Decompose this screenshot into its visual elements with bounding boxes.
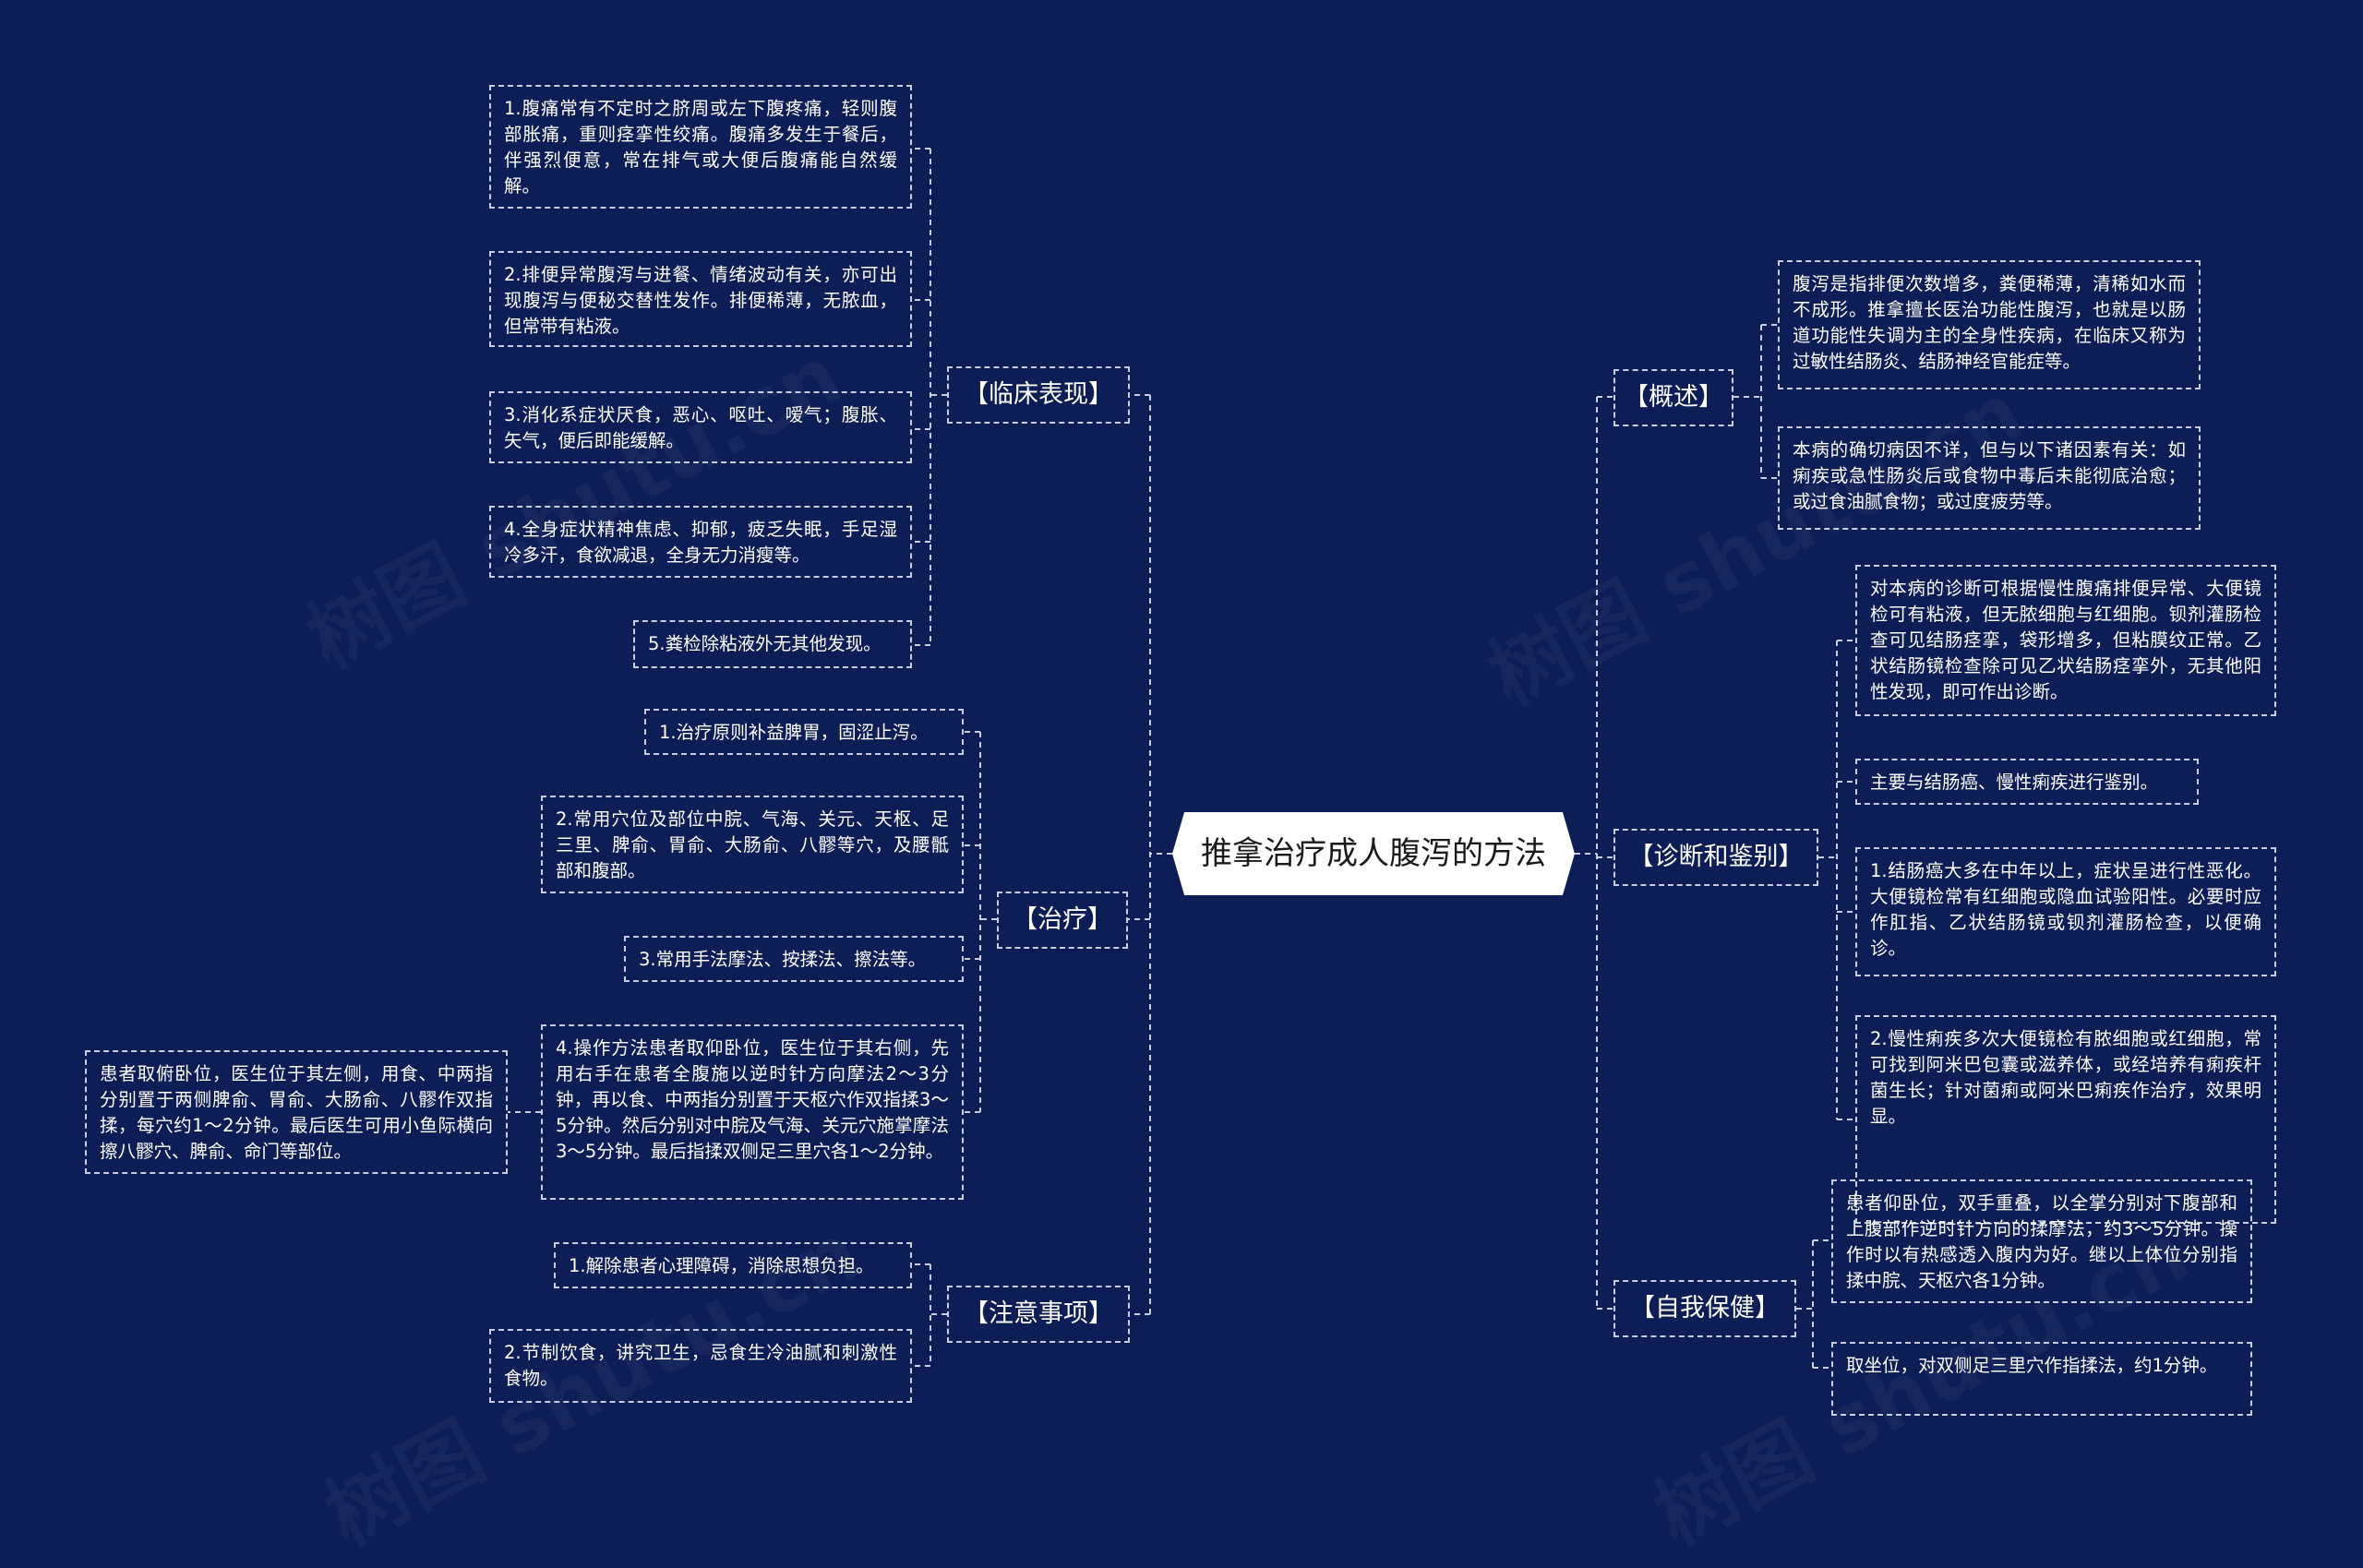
connector bbox=[912, 1263, 947, 1367]
connector bbox=[1128, 394, 1172, 1315]
leaf-treatment-2[interactable]: 2.常用穴位及部位中脘、气海、关元、天枢、足三里、脾俞、胃俞、大肠俞、八髎等穴，… bbox=[541, 796, 964, 893]
leaf-clinical-2[interactable]: 2.排便异常腹泻与进餐、情绪波动有关，亦可出现腹泻与便秘交替性发作。排便稀薄，无… bbox=[489, 251, 912, 347]
leaf-clinical-1[interactable]: 1.腹痛常有不定时之脐周或左下腹疼痛，轻则腹部胀痛，重则痉挛性绞痛。腹痛多发生于… bbox=[489, 85, 912, 209]
leaf-diagnosis-3[interactable]: 1.结肠癌大多在中年以上，症状呈进行性恶化。大便镜检常有红细胞或隐血试验阳性。必… bbox=[1855, 847, 2276, 976]
branch-treatment[interactable]: 【治疗】 bbox=[997, 892, 1128, 949]
leaf-treatment-1[interactable]: 1.治疗原则补益脾胃，固涩止泻。 bbox=[644, 709, 964, 755]
connector bbox=[1818, 640, 1855, 1120]
branch-overview[interactable]: 【概述】 bbox=[1613, 369, 1733, 426]
connector bbox=[964, 731, 997, 1113]
leaf-overview-1[interactable]: 腹泻是指排便次数增多，粪便稀薄，清稀如水而不成形。推拿擅长医治功能性腹泻，也就是… bbox=[1778, 260, 2201, 389]
connector bbox=[1733, 324, 1778, 479]
connector-lines bbox=[508, 148, 1855, 1369]
leaf-clinical-4[interactable]: 4.全身症状精神焦虑、抑郁，疲乏失眠，手足湿冷多汗，食欲减退，全身无力消瘦等。 bbox=[489, 506, 912, 578]
leaf-notes-2[interactable]: 2.节制饮食，讲究卫生，忌食生冷油腻和刺激性食物。 bbox=[489, 1329, 912, 1403]
connector bbox=[1796, 1239, 1831, 1369]
leaf-selfcare-1[interactable]: 患者仰卧位，双手重叠，以全掌分别对下腹部和上腹部作逆时针方向的揉摩法，约3～5分… bbox=[1831, 1179, 2252, 1303]
leaf-diagnosis-2[interactable]: 主要与结肠癌、慢性痢疾进行鉴别。 bbox=[1855, 759, 2199, 805]
branch-selfcare[interactable]: 【自我保健】 bbox=[1613, 1280, 1796, 1337]
leaf-clinical-3[interactable]: 3.消化系症状厌食，恶心、呕吐、嗳气；腹胀、矢气，便后即能缓解。 bbox=[489, 391, 912, 463]
connector bbox=[1575, 396, 1613, 1310]
leaf-diagnosis-4[interactable]: 2.慢性痢疾多次大便镜检有脓细胞或红细胞，常可找到阿米巴包囊或滋养体，或经培养有… bbox=[1855, 1015, 2276, 1224]
leaf-treatment-4[interactable]: 4.操作方法患者取仰卧位，医生位于其右侧，先用右手在患者全腹施以逆时针方向摩法2… bbox=[541, 1024, 964, 1200]
leaf-treatment-4-detail[interactable]: 患者取俯卧位，医生位于其左侧，用食、中两指分别置于两侧脾俞、胃俞、大肠俞、八髎作… bbox=[85, 1050, 508, 1174]
leaf-selfcare-2[interactable]: 取坐位，对双侧足三里穴作指揉法，约1分钟。 bbox=[1831, 1342, 2252, 1416]
connector bbox=[912, 148, 947, 646]
branch-diagnosis[interactable]: 【诊断和鉴别】 bbox=[1613, 829, 1818, 886]
leaf-overview-2[interactable]: 本病的确切病因不详，但与以下诸因素有关：如痢疾或急性肠炎后或食物中毒后未能彻底治… bbox=[1778, 426, 2201, 530]
branch-notes[interactable]: 【注意事项】 bbox=[947, 1286, 1130, 1343]
leaf-clinical-5[interactable]: 5.粪检除粘液外无其他发现。 bbox=[633, 620, 912, 668]
leaf-diagnosis-1[interactable]: 对本病的诊断可根据慢性腹痛排便异常、大便镜检可有粘液，但无脓细胞与红细胞。钡剂灌… bbox=[1855, 565, 2276, 716]
leaf-treatment-3[interactable]: 3.常用手法摩法、按揉法、擦法等。 bbox=[624, 936, 964, 982]
root-topic[interactable]: 推拿治疗成人腹泻的方法 bbox=[1172, 812, 1575, 895]
leaf-notes-1[interactable]: 1.解除患者心理障碍，消除思想负担。 bbox=[554, 1242, 912, 1288]
mindmap-canvas: 树图 shutu.cn 树图 shutu.cn 树图 shutu.cn 树图 s… bbox=[85, 85, 2276, 1564]
branch-clinical[interactable]: 【临床表现】 bbox=[947, 366, 1130, 424]
